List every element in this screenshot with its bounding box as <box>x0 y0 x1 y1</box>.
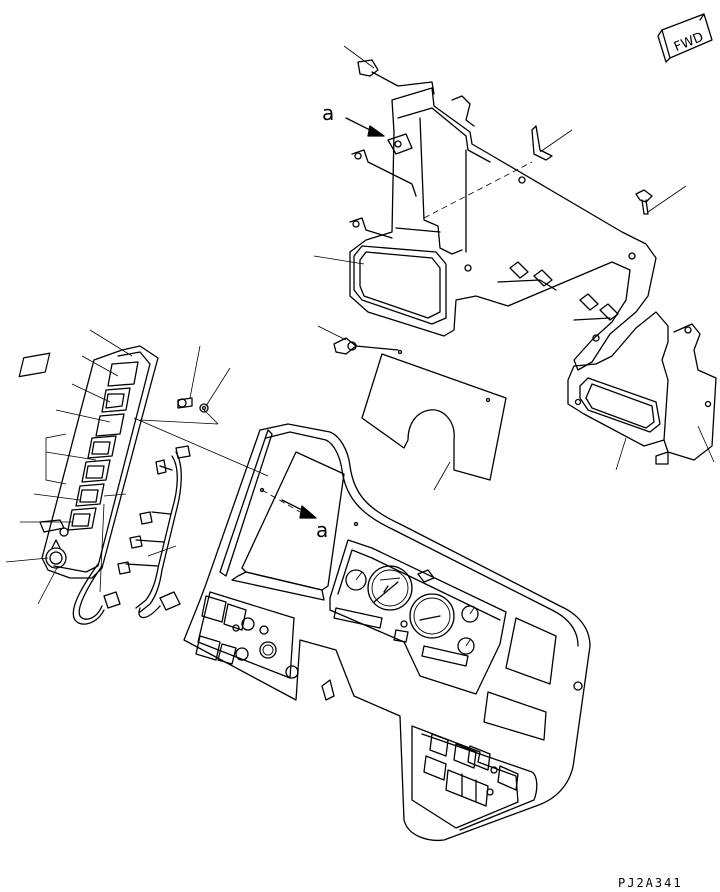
mounting-bracket-assembly <box>349 59 717 465</box>
view-label-upper: a <box>322 101 334 125</box>
view-label-lower: a <box>316 518 328 542</box>
leader-lines <box>5 45 715 605</box>
bolt-washer-part <box>333 337 403 355</box>
instrument-panel <box>183 423 591 842</box>
fwd-direction-icon: FWD <box>657 13 713 63</box>
drawing-code: PJ2A341 <box>618 876 683 890</box>
wiring-harness <box>72 445 191 625</box>
cover-sheet <box>361 353 507 481</box>
side-switch-panel <box>18 345 209 579</box>
